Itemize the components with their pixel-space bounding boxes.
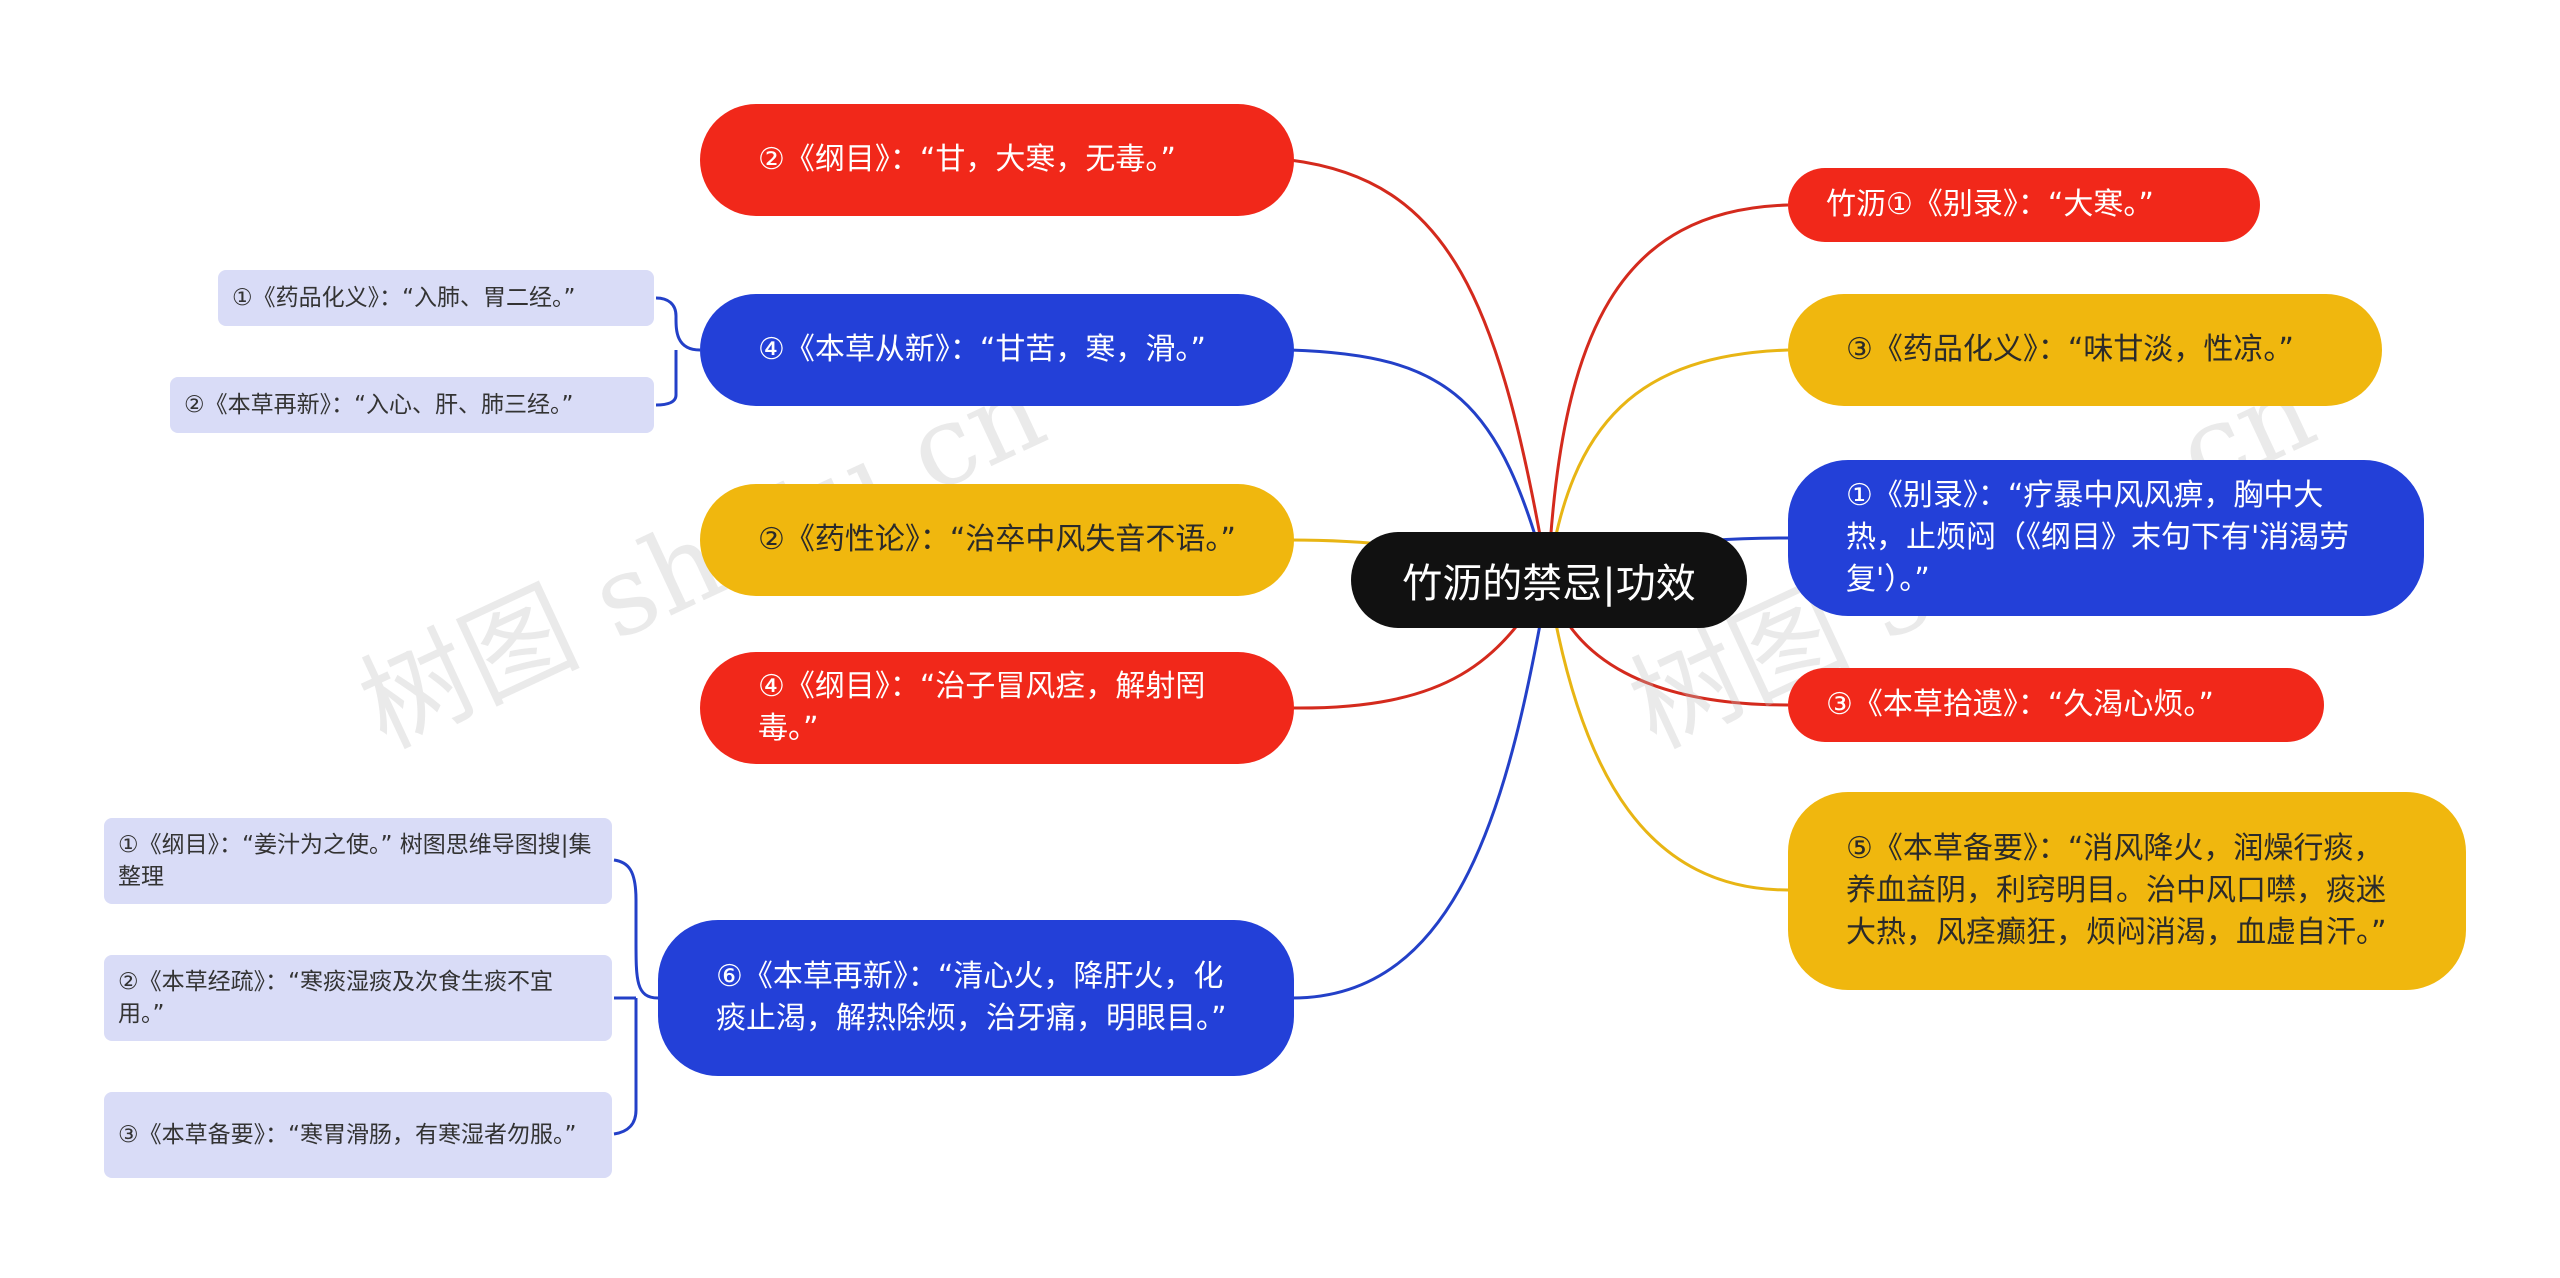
connector-right-1 [1546,203,1789,581]
root-topic[interactable]: 竹沥的禁忌|功效 [1351,532,1747,628]
leaf-yaopin-huayi-meridian[interactable]: ①《药品化义》：“入肺、胃二经。” [218,270,654,326]
branch-label: ④《本草从新》：“甘苦，寒，滑。” [758,332,1206,367]
branch-bielu-nature[interactable]: 竹沥①《别录》：“大寒。” [1788,168,2260,242]
branch-label: ③《药品化义》：“味甘淡，性凉。” [1846,332,2294,367]
leaf-label: ②《本草再新》：“入心、肝、肺三经。” [184,392,574,418]
branch-label: ④《纲目》：“治子冒风痉，解射罔毒。” [758,669,1206,746]
connector-left-5 [1289,579,1550,1000]
connector-right-5 [1546,579,1789,892]
branch-bielu-indication[interactable]: ①《别录》：“疗暴中风风痹，胸中大热，止烦闷（《纲目》末句下有'消渴劳复'）。” [1788,460,2424,616]
branch-gangmu-indication[interactable]: ④《纲目》：“治子冒风痉，解射罔毒。” [700,652,1294,764]
leaf-label: ③《本草备要》：“寒胃滑肠，有寒湿者勿服。” [118,1122,577,1148]
leaf-label: ②《本草经疏》：“寒痰湿痰及次食生痰不宜用。” [118,969,554,1027]
branch-label: ①《别录》：“疗暴中风风痹，胸中大热，止烦闷（《纲目》末句下有'消渴劳复'）。” [1846,478,2350,597]
branch-benzao-zaixin[interactable]: ⑥《本草再新》：“清心火，降肝火，化痰止渴，解热除烦，治牙痛，明眼目。” [658,920,1294,1076]
leaf-label: ①《纲目》：“姜汁为之使。” 树图思维导图搜|集整理 [118,832,592,890]
branch-label: ②《纲目》：“甘，大寒，无毒。” [758,142,1176,177]
branch-label: ⑥《本草再新》：“清心火，降肝火，化痰止渴，解热除烦，治牙痛，明眼目。” [716,959,1227,1036]
leaf-gangmu-ginger[interactable]: ①《纲目》：“姜汁为之使。” 树图思维导图搜|集整理 [104,818,612,904]
branch-label: ⑤《本草备要》：“消风降火，润燥行痰，养血益阴，利窍明目。治中风口噤，痰迷大热，… [1846,831,2387,950]
branch-label: 竹沥①《别录》：“大寒。” [1826,187,2154,222]
branch-yaopin-huayi[interactable]: ③《药品化义》：“味甘淡，性凉。” [1788,294,2382,406]
bracket-benzao [655,296,701,407]
branch-gangmu-nature[interactable]: ②《纲目》：“甘，大寒，无毒。” [700,104,1294,216]
bracket-zaixin [613,858,659,1136]
leaf-label: ①《药品化义》：“入肺、胃二经。” [232,285,576,311]
branch-yaoxinglun[interactable]: ②《药性论》：“治卒中风失音不语。” [700,484,1294,596]
connector-left-1 [1289,158,1550,581]
connector-right-2 [1546,348,1789,581]
leaf-benzao-jingshu[interactable]: ②《本草经疏》：“寒痰湿痰及次食生痰不宜用。” [104,955,612,1041]
leaf-benzao-zaixin-meridian[interactable]: ②《本草再新》：“入心、肝、肺三经。” [170,377,654,433]
branch-benzao-beiyao[interactable]: ⑤《本草备要》：“消风降火，润燥行痰，养血益阴，利窍明目。治中风口噤，痰迷大热，… [1788,792,2466,990]
connector-left-2 [1289,348,1550,581]
branch-bencao-shiyi[interactable]: ③《本草拾遗》：“久渴心烦。” [1788,668,2324,742]
leaf-benzao-beiyao-caution[interactable]: ③《本草备要》：“寒胃滑肠，有寒湿者勿服。” [104,1092,612,1178]
branch-label: ②《药性论》：“治卒中风失音不语。” [758,522,1236,557]
root-topic-label: 竹沥的禁忌|功效 [1402,561,1696,607]
branch-label: ③《本草拾遗》：“久渴心烦。” [1826,687,2214,722]
branch-benzao-congxin[interactable]: ④《本草从新》：“甘苦，寒，滑。” [700,294,1294,406]
